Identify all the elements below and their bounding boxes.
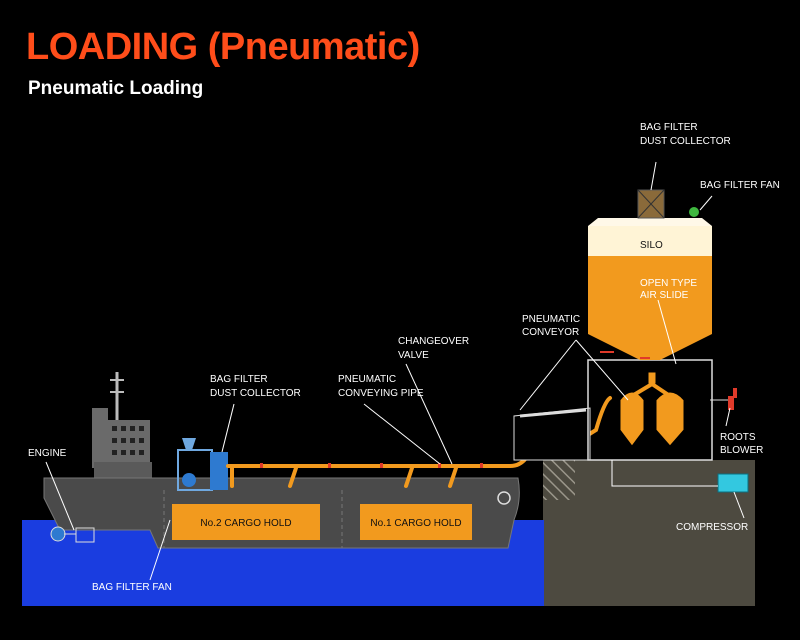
anchor-icon — [497, 491, 511, 505]
ship-superstructure — [92, 372, 152, 478]
roots-blower-label-2: BLOWER — [720, 445, 763, 456]
silo-label: SILO — [640, 240, 663, 251]
pneumatic-conveyor-label-2: CONVEYOR — [522, 327, 579, 338]
silo-dust-collector-label-1: BAG FILTER — [640, 122, 698, 133]
quay-wall-hatch — [543, 460, 575, 500]
silo — [587, 189, 713, 461]
changeover-valve-label-2: VALVE — [398, 350, 429, 361]
pipe-markers — [260, 463, 483, 468]
ship-dust-collector-label-2: DUST COLLECTOR — [210, 388, 301, 399]
conveying-pipe-label-1: PNEUMATIC — [338, 374, 396, 385]
engine-label: ENGINE — [28, 448, 67, 459]
cargo-hold-2 — [172, 504, 320, 540]
air-slide-label-1: OPEN TYPE — [640, 278, 697, 289]
page-subtitle: Pneumatic Loading — [28, 78, 204, 99]
cargo-hold-1-label: No.1 CARGO HOLD — [370, 518, 461, 529]
cargo-hold-1 — [360, 504, 472, 540]
roots-blower-label-1: ROOTS — [720, 432, 756, 443]
changeover-valve-label-1: CHANGEOVER — [398, 336, 469, 347]
air-slide-label-2: AIR SLIDE — [640, 290, 689, 301]
roots-blower — [710, 388, 737, 410]
compressor — [717, 473, 749, 493]
conveying-pipe-label-2: CONVEYING PIPE — [338, 388, 424, 399]
compressor-label: COMPRESSOR — [676, 522, 748, 533]
silo-bag-filter-fan-label: BAG FILTER FAN — [700, 180, 780, 191]
silo-dust-collector-label-2: DUST COLLECTOR — [640, 136, 731, 147]
ship-dust-collector-label-1: BAG FILTER — [210, 374, 268, 385]
engine — [50, 526, 95, 543]
ship-dust-collector — [177, 438, 228, 491]
cargo-hold-2-label: No.2 CARGO HOLD — [200, 518, 291, 529]
pneumatic-conveyor-label-1: PNEUMATIC — [522, 314, 580, 325]
ship-bag-filter-fan-label: BAG FILTER FAN — [92, 582, 172, 593]
pneumatic-conveyor-vessels — [619, 371, 685, 447]
page-title: LOADING (Pneumatic) — [26, 26, 420, 68]
conveyor-shed — [513, 407, 591, 461]
